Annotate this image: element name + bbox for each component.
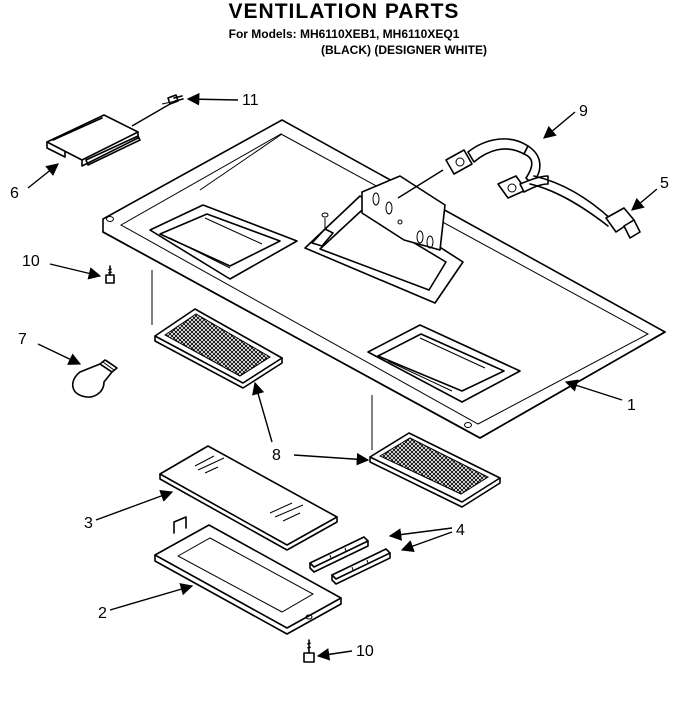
page-title: VENTILATION PARTS	[228, 0, 460, 23]
callout-10-lower: 10	[356, 643, 374, 660]
callout-1: 1	[627, 397, 636, 414]
callout-9: 9	[579, 103, 588, 120]
callout-leaders	[27, 92, 658, 661]
callout-8: 8	[272, 447, 281, 464]
light-lens-part-3	[159, 445, 338, 551]
callout-11: 11	[242, 92, 259, 109]
callout-10-upper: 10	[22, 253, 40, 270]
callout-5: 5	[660, 175, 669, 192]
screw-part-10-upper	[105, 265, 115, 284]
light-bulb-part-7	[71, 359, 118, 398]
callout-6: 6	[10, 185, 19, 202]
callout-4: 4	[456, 522, 465, 539]
screw-part-10-lower	[303, 639, 315, 663]
damper-bracket-part-6	[46, 114, 141, 167]
grease-filter-part-8-right	[369, 432, 501, 508]
screw-part-11	[161, 94, 184, 105]
model-colors: (BLACK) (DESIGNER WHITE)	[321, 43, 487, 57]
lamp-cover-part-2	[154, 516, 342, 635]
callout-2: 2	[98, 605, 107, 622]
callout-7: 7	[18, 331, 27, 348]
spacer-strips-part-4	[309, 536, 391, 585]
vent-panel-part-1	[102, 119, 666, 439]
grease-filter-part-8-left	[154, 308, 283, 389]
callout-numbers: 11 9 5 6 10 7 1 8 3 4 2 10	[10, 92, 669, 660]
model-numbers: For Models: MH6110XEB1, MH6110XEQ1	[228, 27, 460, 41]
light-socket-harness-part-9	[445, 138, 641, 239]
callout-3: 3	[84, 515, 93, 532]
